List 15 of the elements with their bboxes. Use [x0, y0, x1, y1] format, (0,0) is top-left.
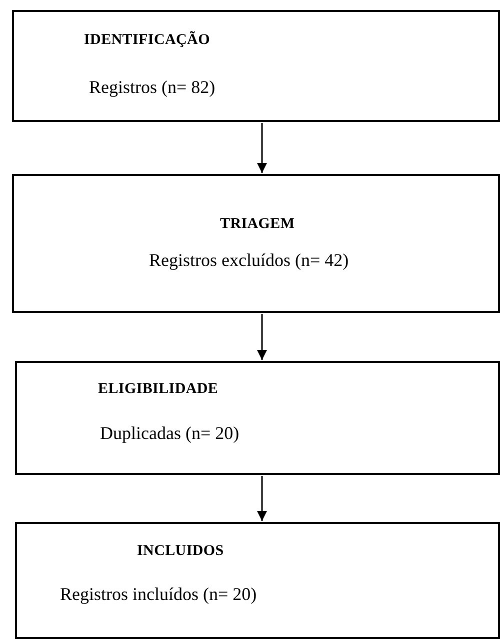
step-description: Registros excluídos (n= 42) [149, 250, 349, 271]
arrow [257, 476, 267, 521]
arrow [257, 123, 267, 173]
process-box [15, 361, 500, 475]
step-description: Duplicadas (n= 20) [100, 423, 240, 444]
step-heading: IDENTIFICAÇÃO [84, 32, 210, 49]
step-description: Registros incluídos (n= 20) [60, 584, 257, 605]
step-heading: TRIAGEM [220, 216, 295, 233]
step-description: Registros (n= 82) [89, 77, 216, 98]
arrow [257, 314, 267, 360]
step-heading: ELIGIBILIDADE [98, 381, 218, 398]
process-box [12, 174, 500, 313]
step-heading: INCLUIDOS [137, 543, 224, 560]
process-box [15, 522, 500, 639]
process-box [12, 10, 500, 122]
